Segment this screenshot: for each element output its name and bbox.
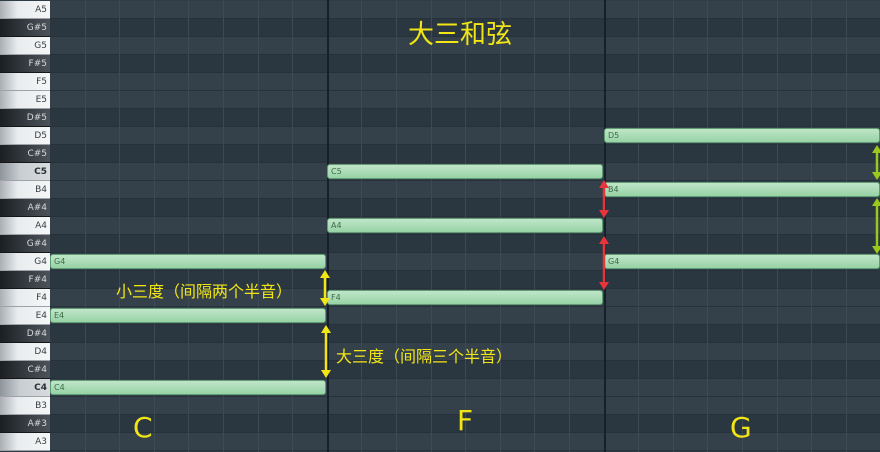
major-third-label: 大三度（间隔三个半音）	[336, 347, 513, 366]
piano-key-a4[interactable]: A4	[0, 217, 50, 235]
chord-label-f: F	[457, 404, 474, 437]
piano-key-g-sharp5[interactable]: G#5	[0, 19, 50, 37]
note-f4[interactable]: F4	[327, 290, 603, 305]
piano-key-e4[interactable]: E4	[0, 307, 50, 325]
beat-line	[777, 0, 778, 452]
chord-label-g: G	[730, 411, 752, 444]
beat-line	[673, 0, 674, 452]
minor-third-label: 小三度（间隔两个半音）	[116, 282, 293, 301]
piano-key-a-sharp4[interactable]: A#4	[0, 199, 50, 217]
piano-key-f-sharp4[interactable]: F#4	[0, 271, 50, 289]
piano-key-a-sharp3[interactable]: A#3	[0, 415, 50, 433]
piano-key-e5[interactable]: E5	[0, 91, 50, 109]
note-c4[interactable]: C4	[50, 380, 326, 395]
piano-key-d5[interactable]: D5	[0, 127, 50, 145]
piano-key-d-sharp5[interactable]: D#5	[0, 109, 50, 127]
beat-line	[846, 0, 847, 452]
beat-line	[707, 0, 708, 452]
note-g4[interactable]: G4	[50, 254, 326, 269]
piano-key-b3[interactable]: B3	[0, 397, 50, 415]
beat-line	[258, 0, 259, 452]
piano-key-g5[interactable]: G5	[0, 37, 50, 55]
piano-key-a3[interactable]: A3	[0, 433, 50, 451]
beat-line	[638, 0, 639, 452]
page-title: 大三和弦	[408, 20, 513, 50]
note-g4[interactable]: G4	[604, 254, 880, 269]
piano-key-f-sharp5[interactable]: F#5	[0, 55, 50, 73]
beat-line	[119, 0, 120, 452]
piano-key-c-sharp5[interactable]: C#5	[0, 145, 50, 163]
piano-key-g-sharp4[interactable]: G#4	[0, 235, 50, 253]
piano-key-c5[interactable]: C5	[0, 163, 50, 181]
piano-key-g4[interactable]: G4	[0, 253, 50, 271]
piano-key-b4[interactable]: B4	[0, 181, 50, 199]
beat-line	[811, 0, 812, 452]
piano-key-a5[interactable]: A5	[0, 1, 50, 19]
note-c5[interactable]: C5	[327, 164, 603, 179]
piano-key-f4[interactable]: F4	[0, 289, 50, 307]
note-b4[interactable]: B4	[604, 182, 880, 197]
beat-line	[223, 0, 224, 452]
beat-line	[154, 0, 155, 452]
beat-line	[742, 0, 743, 452]
piano-key-c4[interactable]: C4	[0, 379, 50, 397]
beat-line	[292, 0, 293, 452]
piano-key-d-sharp4[interactable]: D#4	[0, 325, 50, 343]
bar-line	[604, 0, 606, 452]
note-d5[interactable]: D5	[604, 128, 880, 143]
beat-line	[188, 0, 189, 452]
note-e4[interactable]: E4	[50, 308, 326, 323]
piano-key-d4[interactable]: D4	[0, 343, 50, 361]
piano-key-c-sharp4[interactable]: C#4	[0, 361, 50, 379]
chord-label-c: C	[133, 411, 153, 444]
piano-key-f5[interactable]: F5	[0, 73, 50, 91]
note-a4[interactable]: A4	[327, 218, 603, 233]
beat-line	[85, 0, 86, 452]
